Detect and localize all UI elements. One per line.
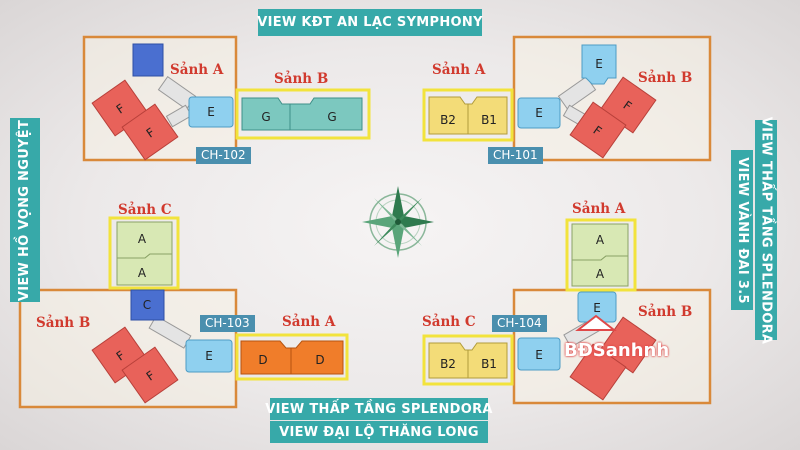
lobby-tr-a: Sảnh A: [432, 62, 486, 78]
bl-unit-e-label: E: [205, 349, 213, 363]
tr-unit-b1: B1: [467, 96, 508, 135]
watermark-text: BĐSanhnh: [564, 340, 670, 361]
tr-unit-e2-label: E: [595, 57, 603, 71]
banner-left-text: VIEW HỒ VỌNG NGUYỆT: [17, 119, 33, 301]
lobby-bl-a: Sảnh A: [282, 314, 336, 330]
bl-unit-d1: D: [240, 340, 292, 375]
tag-ch103: CH-103: [200, 315, 255, 332]
br-unit-e1-label: E: [593, 301, 601, 315]
banner-left: VIEW HỒ VỌNG NGUYỆT: [10, 118, 40, 302]
bl-unit-a1: A: [116, 221, 173, 259]
lobby-tl-a: Sảnh A: [170, 62, 224, 78]
tr-unit-b2: B2: [428, 96, 469, 135]
bl-unit-a1-label: A: [138, 232, 147, 246]
tl-unit-g2-label: G: [327, 110, 336, 124]
banner-right-1-text: VIEW THẤP TẦNG SPLENDORA: [758, 116, 774, 344]
br-unit-b1: B1: [467, 342, 508, 379]
banner-bottom-1: VIEW THẤP TẦNG SPLENDORA: [265, 398, 492, 420]
lobby-tr-b: Sảnh B: [638, 70, 693, 86]
tl-unit-f2: F: [121, 103, 179, 161]
bl-unit-d1-label: D: [258, 353, 267, 367]
bl-unit-c-label: C: [143, 298, 151, 312]
compass-rose-icon: [362, 186, 434, 258]
tl-frame-yellow: [235, 88, 371, 140]
banner-top: VIEW KĐT AN LẠC SYMPHONY: [257, 9, 482, 36]
lobby-br-c: Sảnh C: [422, 314, 476, 330]
br-unit-a1-label: A: [596, 233, 605, 247]
bl-unit-e: E: [185, 339, 233, 373]
bl-unit-c: C: [130, 289, 165, 321]
tr-unit-f2: F: [569, 101, 627, 159]
banner-right-1: VIEW THẤP TẦNG SPLENDORA: [755, 116, 777, 344]
br-unit-a1: A: [571, 223, 629, 261]
lobby-br-a: Sảnh A: [572, 201, 626, 217]
br-frame-yellow-left: [422, 334, 514, 386]
tr-unit-b1-label: B1: [481, 113, 497, 127]
tl-unit-g1-label: G: [261, 110, 270, 124]
banner-bottom-2: VIEW ĐẠI LỘ THĂNG LONG: [270, 421, 488, 443]
tr-unit-e1-label: E: [535, 106, 543, 120]
bl-unit-d2: D: [290, 340, 344, 375]
br-unit-b2: B2: [428, 342, 469, 379]
tag-ch102: CH-102: [196, 147, 251, 164]
tl-unit-g2: G: [289, 97, 363, 131]
tl-unit-e: E: [188, 96, 234, 128]
banner-right-2: VIEW VÀNH ĐAI 3.5: [731, 150, 753, 310]
tl-unit-e-label: E: [207, 105, 215, 119]
br-unit-f2: [569, 343, 627, 401]
tag-ch101: CH-101: [488, 147, 543, 164]
br-unit-e2: E: [517, 337, 561, 371]
tr-frame-yellow: [422, 88, 514, 142]
lobby-br-b: Sảnh B: [638, 304, 693, 320]
tr-unit-e1: E: [517, 97, 561, 129]
br-unit-b2-label: B2: [440, 357, 456, 371]
br-unit-a2-label: A: [596, 267, 605, 281]
br-frame-yellow-top: [565, 218, 637, 292]
tl-unit-g1: G: [241, 97, 291, 131]
bl-unit-f2: F: [121, 346, 179, 404]
br-unit-e2-label: E: [535, 348, 543, 362]
tr-unit-e2: E: [581, 44, 617, 85]
tl-unit-c: [132, 43, 164, 77]
bl-unit-a2-label: A: [138, 266, 147, 280]
bl-frame-yellow-top: [108, 216, 180, 290]
bl-frame-yellow-right: [235, 333, 349, 381]
tag-ch104: CH-104: [492, 315, 547, 332]
bl-unit-d2-label: D: [315, 353, 324, 367]
br-unit-a2: A: [571, 255, 629, 287]
lobby-bl-b: Sảnh B: [36, 315, 91, 331]
tr-unit-b2-label: B2: [440, 113, 456, 127]
watermark-house-icon: [575, 314, 617, 331]
bl-unit-a2: A: [116, 253, 173, 286]
lobby-tl-b: Sảnh B: [274, 71, 329, 87]
lobby-bl-c: Sảnh C: [118, 202, 172, 218]
br-unit-b1-label: B1: [481, 357, 497, 371]
banner-right-2-text: VIEW VÀNH ĐAI 3.5: [734, 156, 750, 304]
